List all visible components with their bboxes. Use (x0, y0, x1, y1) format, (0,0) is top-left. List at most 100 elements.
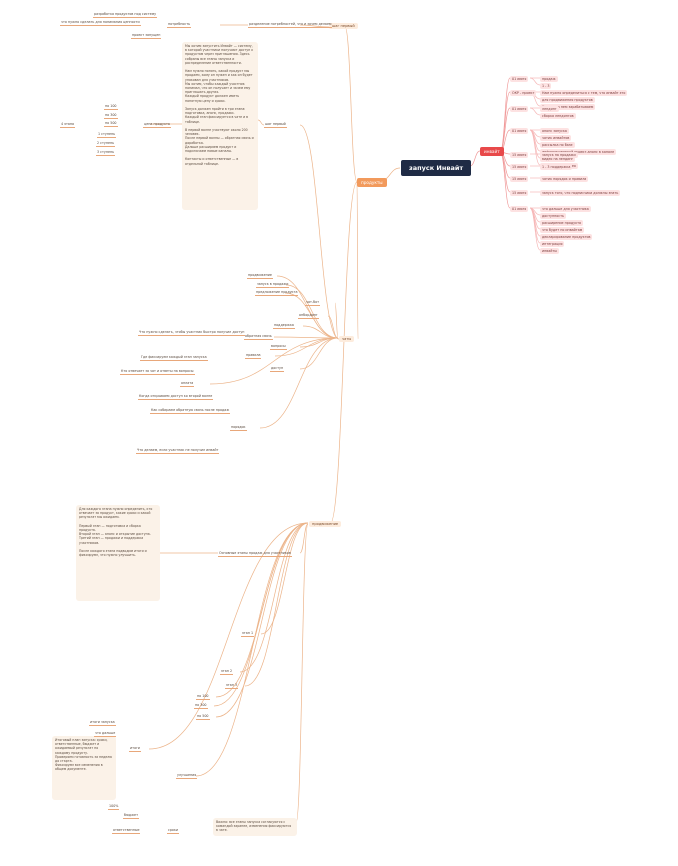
lower-label[interactable]: этап 2 (220, 669, 234, 675)
side-label[interactable]: 2 ступень (96, 141, 116, 147)
side-label[interactable]: по 100 (104, 104, 118, 110)
lower-label[interactable]: итоги (129, 746, 141, 752)
connector-line (529, 207, 541, 244)
bottom-label[interactable]: итоги запуска (89, 720, 116, 726)
right-child-node[interactable]: расширение продукта (540, 220, 584, 226)
mid-label[interactable]: продвижение (247, 273, 273, 279)
right-child-node[interactable]: лендинг (540, 106, 559, 112)
right-child-node[interactable]: что будет по инвайтам (540, 227, 585, 233)
right-date-node[interactable]: 15 июня (510, 164, 529, 170)
connector-line (195, 522, 309, 777)
bottom-label[interactable]: ответственные (112, 828, 141, 834)
right-child-node[interactable]: чатик инвайтов (540, 135, 572, 141)
left-bottom-text-block: Итоговый план запуска: сроки, ответствен… (52, 736, 116, 800)
mid-note[interactable]: Что делаем, если участник не получил инв… (136, 448, 220, 454)
mid-note[interactable]: Как собираем обратную связь после продаж (150, 408, 231, 414)
right-child-node[interactable]: 1 - 3 поддержка (540, 164, 573, 170)
mid-label[interactable]: предложение продукта (255, 290, 299, 296)
connector-line (469, 150, 481, 167)
left-top-branch[interactable]: потребность (167, 22, 192, 28)
mid-label[interactable]: доступ (270, 366, 285, 372)
lower-label[interactable]: по 100 (196, 694, 210, 700)
mid-label[interactable]: правила (245, 353, 262, 359)
mid-label[interactable]: обратная связь (244, 334, 273, 340)
right-child-node[interactable]: информационный проект-анонс в канале (540, 149, 617, 155)
mid-label[interactable]: вопросы (270, 344, 287, 350)
bottom-label[interactable]: сроки (167, 828, 180, 834)
right-hub-node[interactable]: инвайт (480, 147, 504, 156)
right-date-node[interactable]: 15 июня (510, 176, 529, 182)
connector-line (257, 119, 265, 126)
connector-line (334, 302, 339, 339)
bottom-label[interactable]: бюджет (123, 813, 140, 819)
right-child-node[interactable]: Нам нужно определиться с тем, что инвайт… (540, 90, 628, 96)
root-node[interactable]: запуск Инвайт (401, 160, 472, 176)
connector-line (295, 523, 309, 824)
right-child-node[interactable]: инвайты (540, 248, 559, 254)
right-child-node[interactable]: что дальше для участника (540, 206, 591, 212)
right-child-node[interactable]: чатик порядок и правила (540, 176, 589, 182)
right-child-node[interactable]: сборка лендингов (540, 113, 576, 119)
right-date-node[interactable]: 01 июля (510, 206, 529, 212)
right-child-node[interactable]: анонс запуска (540, 128, 569, 134)
right-child-node[interactable]: видео на лендинг (540, 156, 576, 162)
mid-note[interactable]: Когда открываем доступ ко второй волне (138, 394, 214, 400)
mid-label[interactable]: запуск в продажи (256, 282, 290, 288)
left-top-branch[interactable]: что нужно сделать для понимания ценности (60, 20, 141, 26)
right-child-node[interactable]: декларирование продуктов (540, 234, 593, 240)
side-label[interactable]: по 500 (104, 121, 118, 127)
mid-label[interactable]: онбординг (298, 313, 319, 319)
side-label[interactable]: по 300 (104, 113, 118, 119)
right-date-node[interactable]: 01 июня (510, 106, 529, 112)
mid-note[interactable]: Кто отвечает за чат и ответы на вопросы (120, 369, 195, 375)
side-label[interactable]: цена продукта (143, 122, 171, 128)
bottom-label[interactable]: 100% (108, 804, 120, 810)
right-child-node[interactable]: рассылка по базе (540, 142, 575, 148)
lower-label[interactable]: улучшения (176, 773, 198, 779)
left-top-branch[interactable]: проект запущен (131, 33, 162, 39)
connector-line (299, 124, 340, 340)
mid-label[interactable]: оплата (180, 381, 195, 387)
lower-label[interactable]: этап 3 (225, 683, 239, 689)
right-child-node[interactable]: интеграция (540, 241, 565, 247)
mid-note[interactable]: Где фиксируем каждый этап запуска (140, 355, 208, 361)
lower-label[interactable]: по 300 (194, 703, 208, 709)
left-hub-node[interactable]: продукты (357, 178, 387, 187)
right-child-node[interactable]: для продвижения продуктов (540, 97, 595, 103)
right-date-node[interactable]: 15 июня (510, 190, 529, 196)
right-child-node[interactable]: Как мы на нем зарабатываем (540, 104, 596, 110)
right-date-node[interactable]: ОКР - проект (510, 90, 537, 96)
mid-label[interactable]: чат-бот (305, 300, 321, 306)
right-child-node[interactable]: доступность (540, 213, 566, 219)
right-date-node[interactable]: 01 июня (510, 128, 529, 134)
connector-line (499, 151, 511, 209)
right-date-node[interactable]: 01 июня (510, 76, 529, 82)
lower-label[interactable]: по 500 (196, 714, 210, 720)
connector-line (209, 337, 339, 385)
mid-note[interactable]: Что нужно сделать, чтобы участник быстро… (138, 330, 246, 336)
right-child-node[interactable]: запуск того, что подписчики должны знать (540, 190, 621, 196)
right-child-node[interactable]: 1 - 3 (540, 83, 552, 89)
left-sub-mid[interactable]: чаты (339, 336, 355, 343)
connector-line (239, 522, 309, 673)
connector-line (329, 181, 358, 525)
right-child-node[interactable]: продаж (540, 76, 558, 82)
lower-label[interactable]: этап 1 (241, 631, 255, 637)
mid-label[interactable]: порядок (230, 425, 247, 431)
right-date-node[interactable]: 15 июня (510, 152, 529, 158)
left-top-title[interactable]: разделение потребностей, что и зачем дел… (248, 22, 333, 28)
left-sub-top[interactable]: шаг первый (329, 23, 358, 30)
connector-line (285, 284, 339, 339)
left-top-branch[interactable]: разработка продуктов под систему (93, 12, 158, 18)
left-lower-title[interactable]: Основные этапы продаж для участников (218, 551, 292, 557)
left-top-connector-label[interactable]: шаг первый (264, 122, 287, 128)
connector-line (356, 181, 359, 340)
left-sub-bottom[interactable]: продвижение (309, 521, 342, 528)
connector-line (299, 337, 339, 370)
side-label[interactable]: 3 ступень (96, 150, 116, 156)
side-label[interactable]: 4 этапа (60, 122, 76, 128)
bottom-label[interactable]: что дальше (94, 731, 117, 737)
mid-label[interactable]: поддержка (273, 323, 295, 329)
side-label[interactable]: 1 ступень (97, 132, 117, 138)
right-child-node[interactable]: запуск на продажи (540, 152, 578, 158)
